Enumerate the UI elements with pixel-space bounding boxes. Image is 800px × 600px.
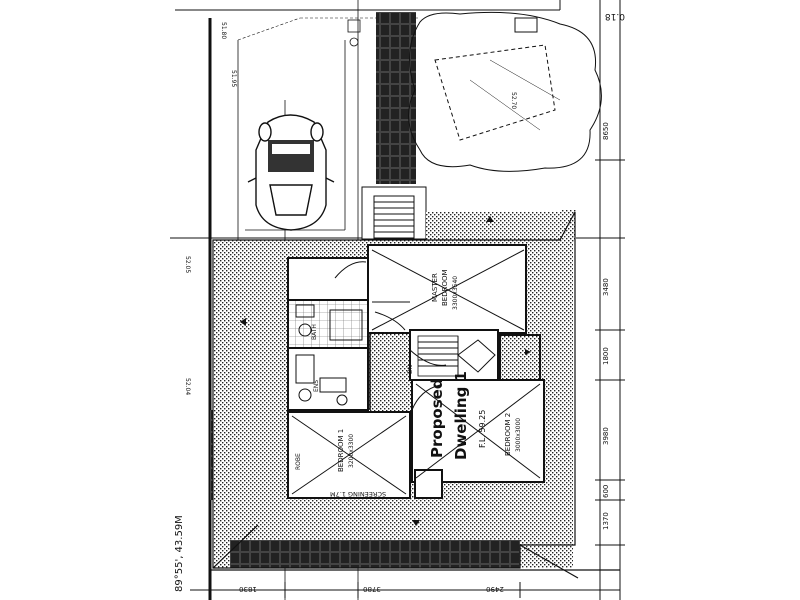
level-top-left-b: 51.95	[230, 70, 237, 87]
dim-right-2: 1800	[602, 347, 610, 365]
level-top-left-a: 51.80	[220, 22, 227, 39]
master-label: BEDROOM	[441, 269, 449, 306]
bedroom2-label: BEDROOM 2	[504, 413, 512, 456]
dn-label: DN	[407, 365, 414, 374]
dim-right-0: 8650	[602, 122, 610, 140]
ens-label: ENS	[313, 380, 320, 392]
fall-arrows	[240, 216, 531, 526]
title-line-2: Dwelling 1	[452, 371, 470, 460]
boundary-bearing: 89°55', 43.59M	[174, 515, 185, 592]
level-mid-left: 52.05	[184, 256, 191, 273]
dim-right-4: 600	[602, 485, 610, 498]
level-lower-left: 52.04	[184, 378, 191, 395]
roof-outline	[212, 211, 579, 579]
master-name: MASTER	[431, 273, 439, 302]
robe-label: ROBE	[295, 453, 302, 470]
level-labels: 51.80 51.95 52.70 52.05 52.04 0.18	[184, 11, 625, 395]
bath-label: BATH	[311, 324, 318, 340]
master-size: 3300x3540	[452, 276, 459, 310]
title-line-1: Proposed	[428, 378, 446, 458]
dim-right-3: 3980	[602, 427, 610, 445]
floor-level-label: F.L. 59.25	[478, 410, 487, 448]
entry-stair	[361, 186, 427, 240]
screening-label: SCREENING 1.7M	[330, 490, 386, 498]
dim-bottom-1: 3780	[363, 585, 381, 593]
bedroom2-size: 3000x3000	[515, 418, 522, 452]
dim-right-1: 3480	[602, 278, 610, 296]
dim-bottom-0: 1830	[239, 585, 257, 593]
dimension-ticks	[209, 159, 625, 598]
level-garden: 52.70	[510, 92, 517, 109]
paving-strip	[376, 12, 416, 184]
garden-area	[408, 11, 602, 172]
interior-details	[291, 249, 541, 495]
bedroom1-size: 3200x3300	[348, 434, 355, 468]
dim-right-5: 1370	[602, 512, 610, 530]
dimension-labels: 8650 3480 1800 3980 600 1370 1830 3780 2…	[174, 122, 610, 593]
level-top-right: 0.18	[605, 11, 625, 21]
bedroom1-label: BEDROOM 1	[337, 429, 345, 472]
upper-floor-walls	[287, 244, 545, 499]
car-icon	[247, 114, 335, 231]
dim-bottom-2: 2490	[486, 585, 504, 593]
room-labels: MASTER BEDROOM 3300x3540 BEDROOM 1 3200x…	[295, 269, 522, 498]
dwelling-title: Proposed Dwelling 1 F.L. 59.25	[428, 371, 487, 460]
